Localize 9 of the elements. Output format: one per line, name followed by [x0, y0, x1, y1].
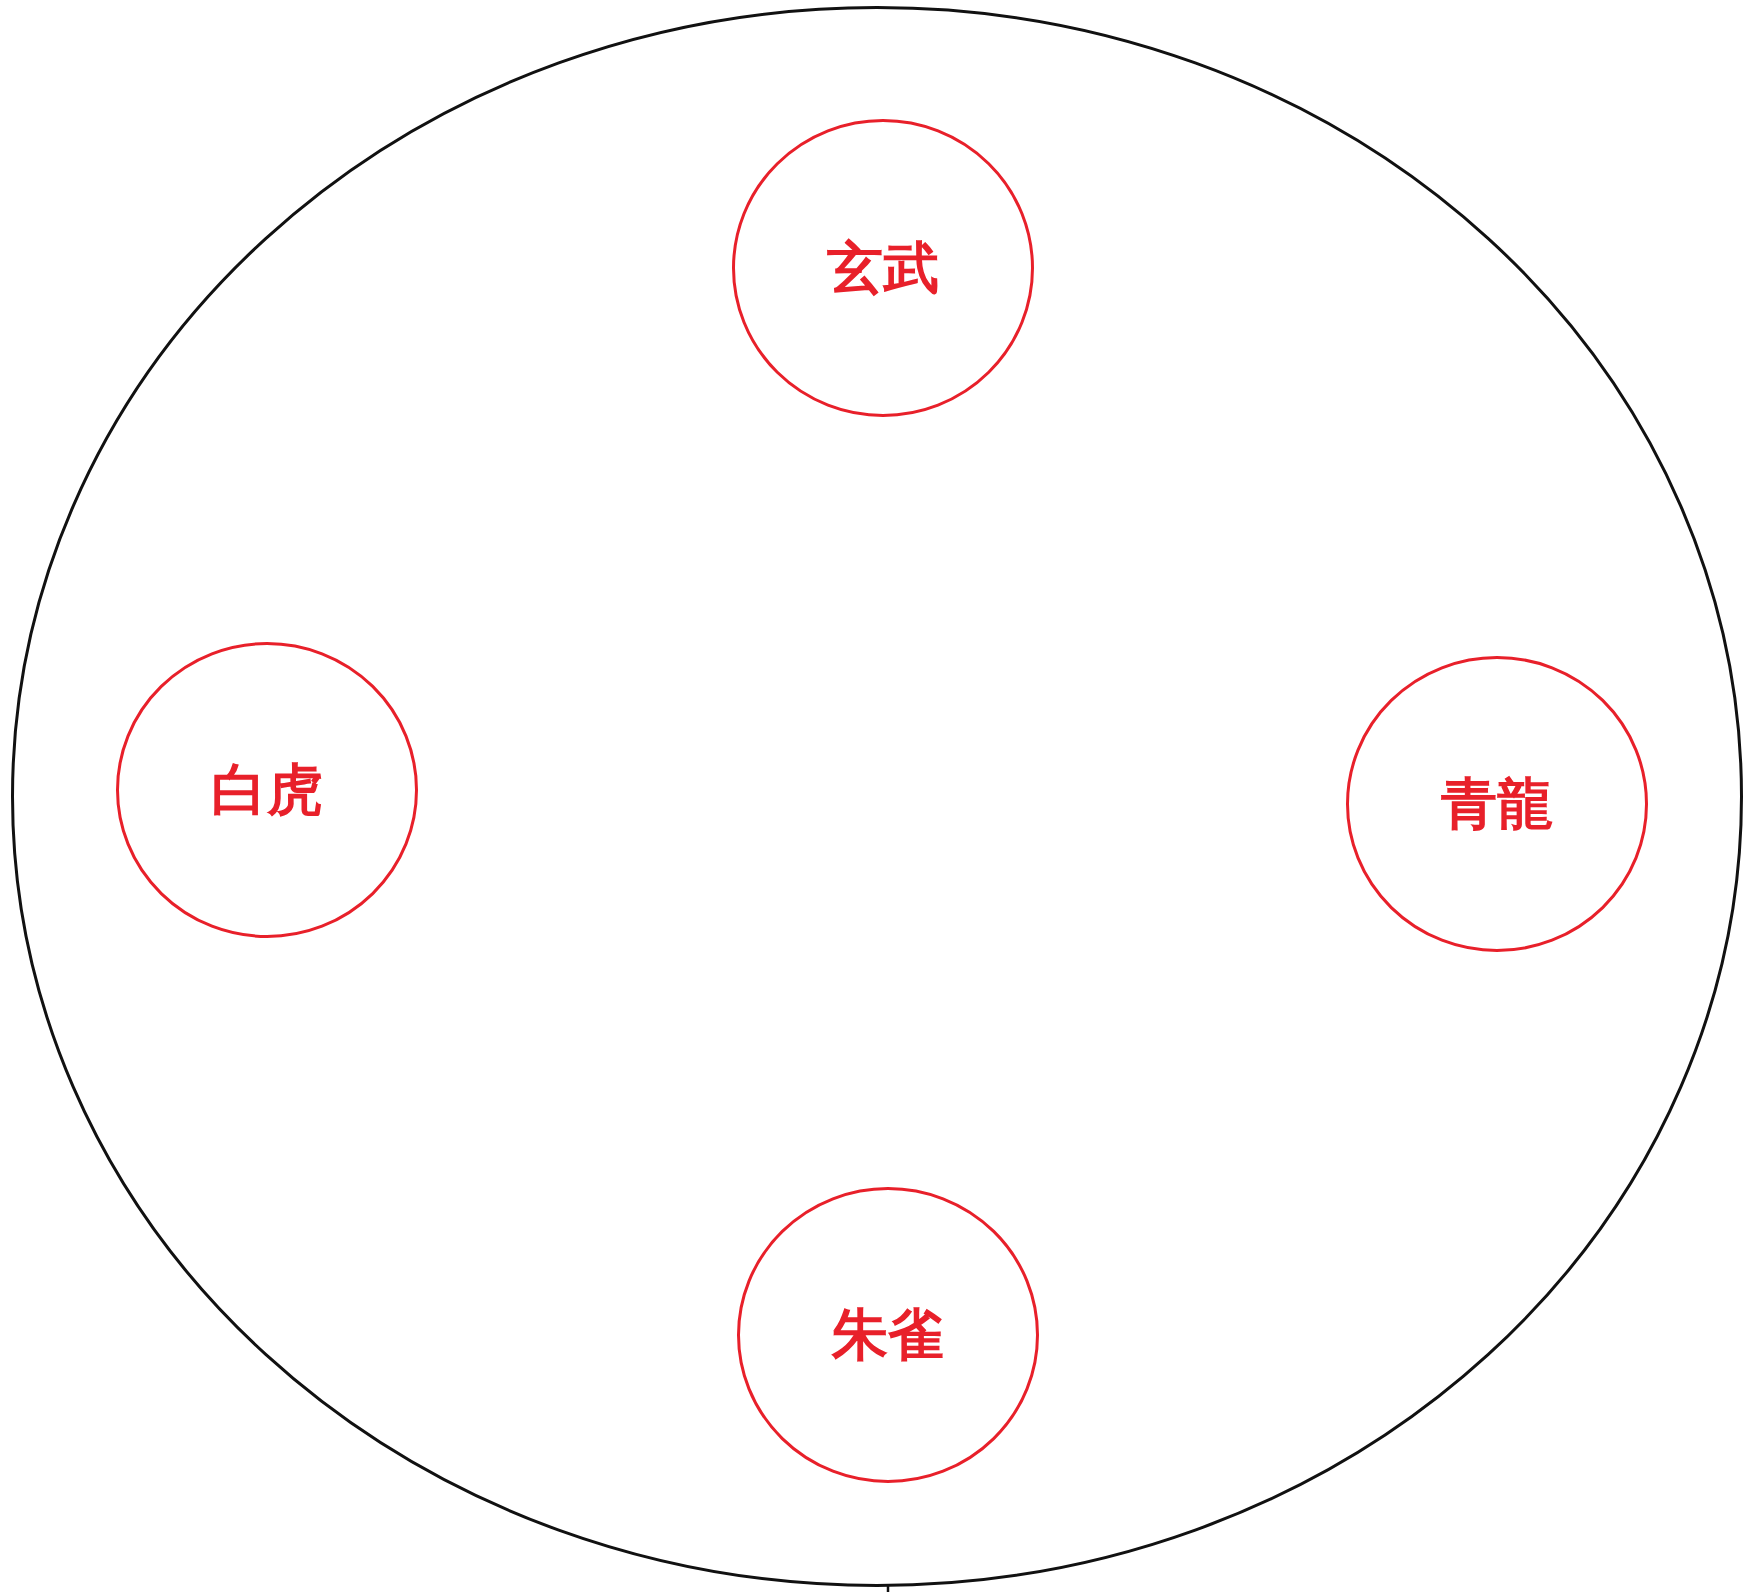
outer-ellipse: [11, 6, 1743, 1587]
circle-node: [1346, 656, 1648, 952]
node-label: 青龍: [1441, 776, 1553, 832]
circle-node: [732, 119, 1034, 417]
circle-node: [116, 642, 418, 938]
node-label: 白虎: [211, 762, 323, 818]
circle-node: [737, 1187, 1039, 1483]
node-label: 朱雀: [832, 1307, 944, 1363]
node-label: 玄武: [827, 240, 939, 296]
